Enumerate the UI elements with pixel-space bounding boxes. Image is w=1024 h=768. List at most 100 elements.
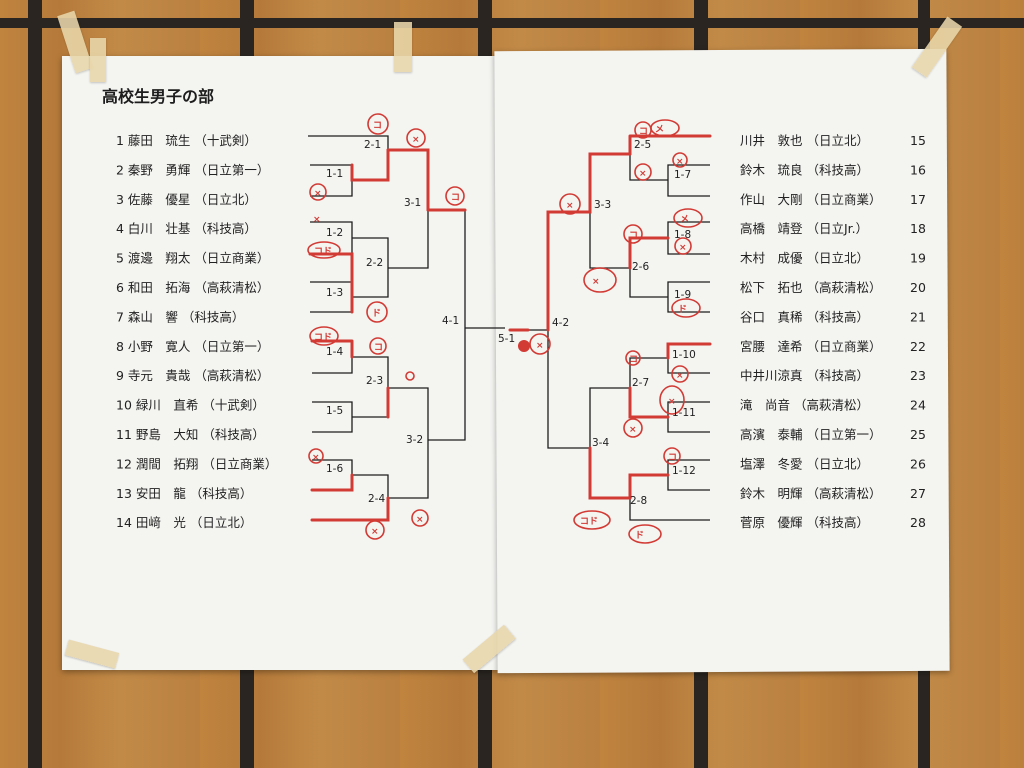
entry-left-7: 7 森山 響 （科技高） <box>116 309 244 324</box>
entry-right-15: 川井 敦也 （日立北） <box>740 133 869 148</box>
entry-number-17: 17 <box>910 192 926 207</box>
entry-number-16: 16 <box>910 162 926 177</box>
left-entry-list: 1 藤田 琉生 （十武剣） 2 秦野 勇輝 （日立第一） 3 佐藤 優星 （日立北）… <box>116 133 277 530</box>
svg-text:×: × <box>639 169 647 179</box>
svg-text:×: × <box>668 397 676 407</box>
svg-text:コ: コ <box>373 121 382 131</box>
match-label: 1-5 <box>326 405 343 417</box>
entry-left-6: 6 和田 拓海 （高萩清松） <box>116 280 269 295</box>
match-label: 1-6 <box>326 463 343 475</box>
entry-number-22: 22 <box>910 339 926 354</box>
svg-text:コド: コド <box>314 332 332 343</box>
svg-text:コ: コ <box>639 127 648 137</box>
entry-left-9: 9 寺元 貴哉 （高萩清松） <box>116 368 269 383</box>
entry-left-13: 13 安田 龍 （科技高） <box>116 486 252 501</box>
match-line-2-3 <box>352 356 389 418</box>
left-sheet <box>62 56 498 670</box>
entry-right-20: 松下 拓也 （高萩清松） <box>740 280 881 295</box>
match-label: 3-1 <box>404 197 421 209</box>
svg-text:コド: コド <box>314 246 332 257</box>
svg-text:×: × <box>371 527 379 537</box>
match-line-3-2 <box>388 387 429 499</box>
entry-number-19: 19 <box>910 251 926 266</box>
match-label: 1-9 <box>674 289 691 301</box>
svg-text:メ: メ <box>680 214 689 225</box>
svg-text:×: × <box>679 243 687 253</box>
entry-left-1: 1 藤田 琉生 （十武剣） <box>116 133 257 148</box>
match-label: 2-5 <box>634 139 651 151</box>
match-label: 1-7 <box>674 169 691 181</box>
entry-right-24: 滝 尚音 （高萩清松） <box>740 398 869 413</box>
match-label: 2-3 <box>366 375 383 387</box>
match-label: 1-8 <box>674 229 691 241</box>
match-label: 3-2 <box>406 434 423 446</box>
svg-text:ド: ド <box>372 308 381 319</box>
entry-right-22: 宮腰 達希 （日立商業） <box>740 339 881 354</box>
svg-text:コ: コ <box>451 193 460 203</box>
svg-text:ド: ド <box>635 530 644 541</box>
entry-left-14: 14 田﨑 光 （日立北） <box>116 515 252 530</box>
entry-number-28: 28 <box>910 515 926 530</box>
match-line-4-2 <box>547 211 590 449</box>
match-line-3-1 <box>388 149 429 269</box>
match-label: 4-2 <box>552 317 569 329</box>
svg-text:×: × <box>676 157 684 167</box>
svg-text:コ: コ <box>629 231 638 241</box>
right-bracket <box>510 135 710 521</box>
match-label: 3-4 <box>592 437 609 449</box>
entry-right-18: 高橋 靖登 （日立Jr.） <box>740 221 868 236</box>
entry-left-11: 11 野島 大知 （科技高） <box>116 427 265 442</box>
entry-number-27: 27 <box>910 486 926 501</box>
svg-text:×: × <box>416 515 424 525</box>
svg-text:×: × <box>536 341 544 351</box>
frame-post-1 <box>28 0 42 768</box>
match-label: 2-6 <box>632 261 649 273</box>
svg-text:メ: メ <box>655 124 664 135</box>
entry-number-25: 25 <box>910 427 926 442</box>
match-label: 1-3 <box>326 287 343 299</box>
entry-left-10: 10 緑川 直希 （十武剣） <box>116 398 265 413</box>
entry-right-26: 塩澤 冬愛 （日立北） <box>740 456 869 471</box>
entry-right-23: 中井川涼真 （科技高） <box>740 368 869 383</box>
match-label: 1-10 <box>672 349 696 361</box>
match-label: 2-1 <box>364 139 381 151</box>
red-winner-lines <box>308 134 712 522</box>
match-label: 3-3 <box>594 199 611 211</box>
handwritten-marks: コ × × コ × コド ド コド コ × × × × × × コ メ × <box>307 113 703 544</box>
svg-text:×: × <box>314 189 322 199</box>
entry-right-16: 鈴木 琉良 （科技高） <box>740 162 869 177</box>
match-label: 2-7 <box>632 377 649 389</box>
entry-number-24: 24 <box>910 398 926 413</box>
entry-left-2: 2 秦野 勇輝 （日立第一） <box>116 162 269 177</box>
entry-left-3: 3 佐藤 優星 （日立北） <box>116 192 257 207</box>
entry-number-26: 26 <box>910 456 926 471</box>
match-label: 1-11 <box>672 407 696 419</box>
svg-text:×: × <box>312 453 320 463</box>
svg-text:×: × <box>676 371 684 381</box>
match-label: 1-12 <box>672 465 696 477</box>
svg-text:×: × <box>313 215 321 225</box>
entry-number-18: 18 <box>910 221 926 236</box>
match-label: 4-1 <box>442 315 459 327</box>
match-line-3-3 <box>589 153 630 269</box>
tape-top-left-2 <box>90 38 106 82</box>
entry-number-20: 20 <box>910 280 926 295</box>
svg-text:コ: コ <box>668 453 677 463</box>
svg-text:コド: コド <box>580 516 598 527</box>
svg-text:×: × <box>592 277 600 287</box>
frame-rail-top <box>0 18 1024 28</box>
entry-right-25: 高濱 泰輔 （日立第一） <box>740 427 881 442</box>
entry-number-21: 21 <box>910 309 926 324</box>
entry-left-8: 8 小野 寛人 （日立第一） <box>116 339 269 354</box>
match-label: 2-2 <box>366 257 383 269</box>
match-labels: 1-1 1-2 1-3 1-4 1-5 1-6 2-1 2-2 2-3 2-4 … <box>326 139 696 507</box>
svg-text:×: × <box>412 135 420 145</box>
entry-number-15: 15 <box>910 133 926 148</box>
entry-left-12: 12 潤間 拓翔 （日立商業） <box>116 456 277 471</box>
entry-right-27: 鈴木 明輝 （高萩清松） <box>740 486 881 501</box>
match-label: 1-4 <box>326 346 343 358</box>
svg-text:ド: ド <box>678 304 687 315</box>
match-label: 1-2 <box>326 227 343 239</box>
svg-text:×: × <box>566 201 574 211</box>
